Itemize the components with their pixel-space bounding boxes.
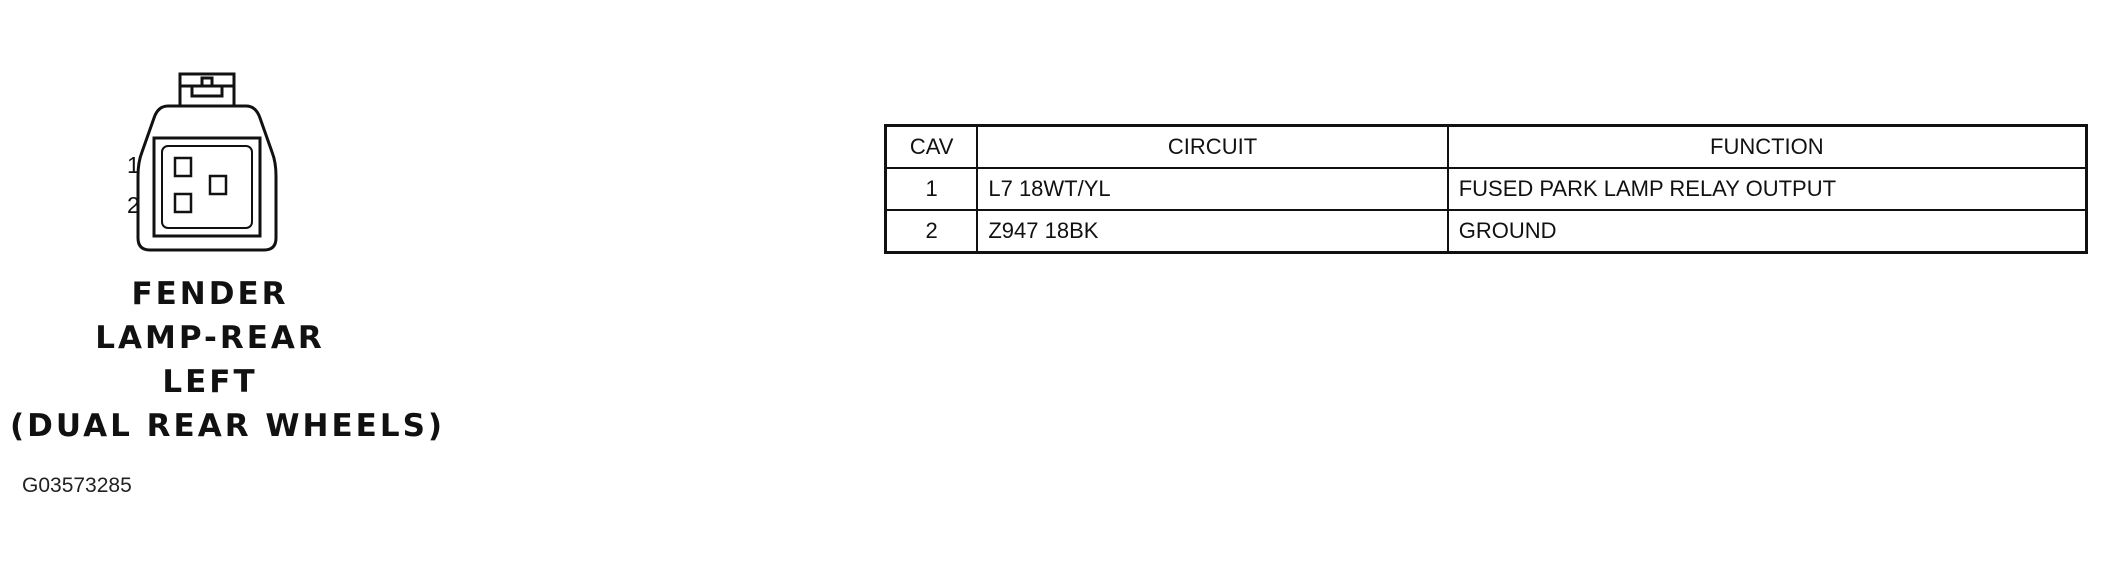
cell-cav: 2 bbox=[884, 209, 979, 254]
cavity-3 bbox=[208, 174, 228, 196]
header-cav: CAV bbox=[884, 124, 979, 169]
connector-title-line-1: FENDER bbox=[131, 276, 289, 312]
pin-label-2: 2 bbox=[127, 192, 140, 218]
connector-title: FENDER LAMP-REAR LEFT (DUAL REAR WHEELS) bbox=[10, 272, 446, 448]
header-circuit: CIRCUIT bbox=[976, 124, 1449, 169]
connector-cavity-outline bbox=[152, 136, 262, 238]
connector-title-line-4: (DUAL REAR WHEELS) bbox=[10, 408, 446, 444]
cell-circuit: L7 18WT/YL bbox=[976, 167, 1449, 211]
table-row: 1 L7 18WT/YL FUSED PARK LAMP RELAY OUTPU… bbox=[884, 167, 2088, 211]
connector-drawing bbox=[136, 72, 278, 252]
cell-function: FUSED PARK LAMP RELAY OUTPUT bbox=[1446, 167, 2088, 211]
connector-lock-tab bbox=[178, 72, 236, 106]
image-code: G03573285 bbox=[22, 474, 132, 497]
cavity-1 bbox=[173, 156, 193, 178]
cavity-2 bbox=[173, 192, 193, 214]
pinout-table: CAV CIRCUIT FUNCTION 1 L7 18WT/YL FUSED … bbox=[884, 124, 2088, 254]
header-function: FUNCTION bbox=[1446, 124, 2088, 169]
connector-body-outline bbox=[136, 104, 278, 252]
connector-title-line-2: LAMP-REAR bbox=[95, 320, 325, 356]
cell-cav: 1 bbox=[884, 167, 979, 211]
connector-title-line-3: LEFT bbox=[162, 364, 258, 400]
connector-face bbox=[161, 145, 253, 229]
pin-label-1: 1 bbox=[127, 152, 140, 178]
cell-circuit: Z947 18BK bbox=[976, 209, 1449, 254]
cell-function: GROUND bbox=[1446, 209, 2088, 254]
table-row: 2 Z947 18BK GROUND bbox=[884, 209, 2088, 254]
table-header-row: CAV CIRCUIT FUNCTION bbox=[884, 124, 2088, 169]
